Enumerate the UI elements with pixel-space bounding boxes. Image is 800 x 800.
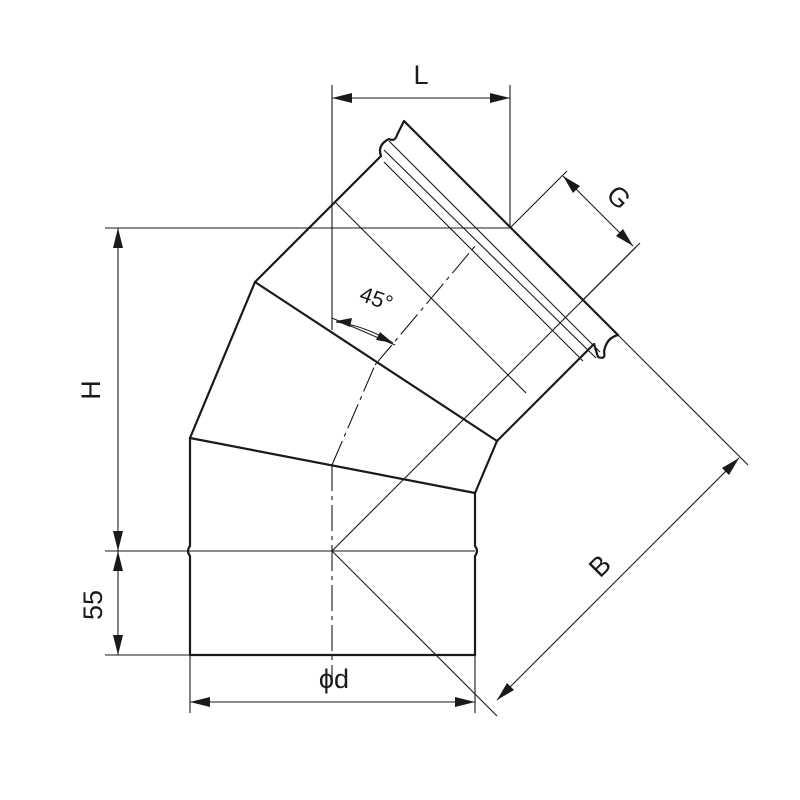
- middle-left-edge: [188, 280, 257, 440]
- construction-lines: [105, 85, 749, 717]
- socket-line-3: [383, 161, 584, 362]
- socket-end-top: [378, 119, 620, 359]
- dimension-d: ϕd: [190, 664, 475, 707]
- label-55: 55: [78, 590, 108, 620]
- label-l: L: [413, 60, 428, 90]
- bottom-segment: [186, 436, 192, 657]
- center-lines: [331, 244, 477, 680]
- socket-line-2: [383, 149, 597, 359]
- angle-45: 45°: [335, 281, 397, 344]
- label-angle: 45°: [357, 281, 397, 316]
- label-g: G: [601, 179, 637, 215]
- dimension-socket: 55: [78, 551, 123, 655]
- dimension-g: G: [562, 175, 637, 247]
- g-extension-2: [582, 242, 641, 301]
- label-d: ϕd: [319, 664, 349, 694]
- centerline-top: [374, 244, 477, 366]
- socket-line-1: [388, 140, 601, 353]
- g-extension-1: [509, 170, 568, 229]
- bottom-segment-right: [473, 491, 479, 657]
- middle-right-edge: [473, 439, 499, 495]
- dimension-b: B: [496, 457, 740, 701]
- dimension-h: H: [76, 228, 123, 551]
- centerline-middle: [331, 364, 376, 466]
- joint-2: [253, 280, 499, 443]
- label-h: H: [76, 380, 106, 400]
- label-b: B: [583, 549, 617, 583]
- upper-right-edge: [495, 342, 596, 443]
- upper-left-edge: [253, 154, 383, 284]
- elbow-outline: [186, 119, 620, 657]
- diag-center-down: [331, 550, 498, 717]
- diag-upper-mid: [334, 201, 527, 394]
- b-top-extension: [617, 334, 749, 466]
- dimension-l: L: [332, 60, 510, 103]
